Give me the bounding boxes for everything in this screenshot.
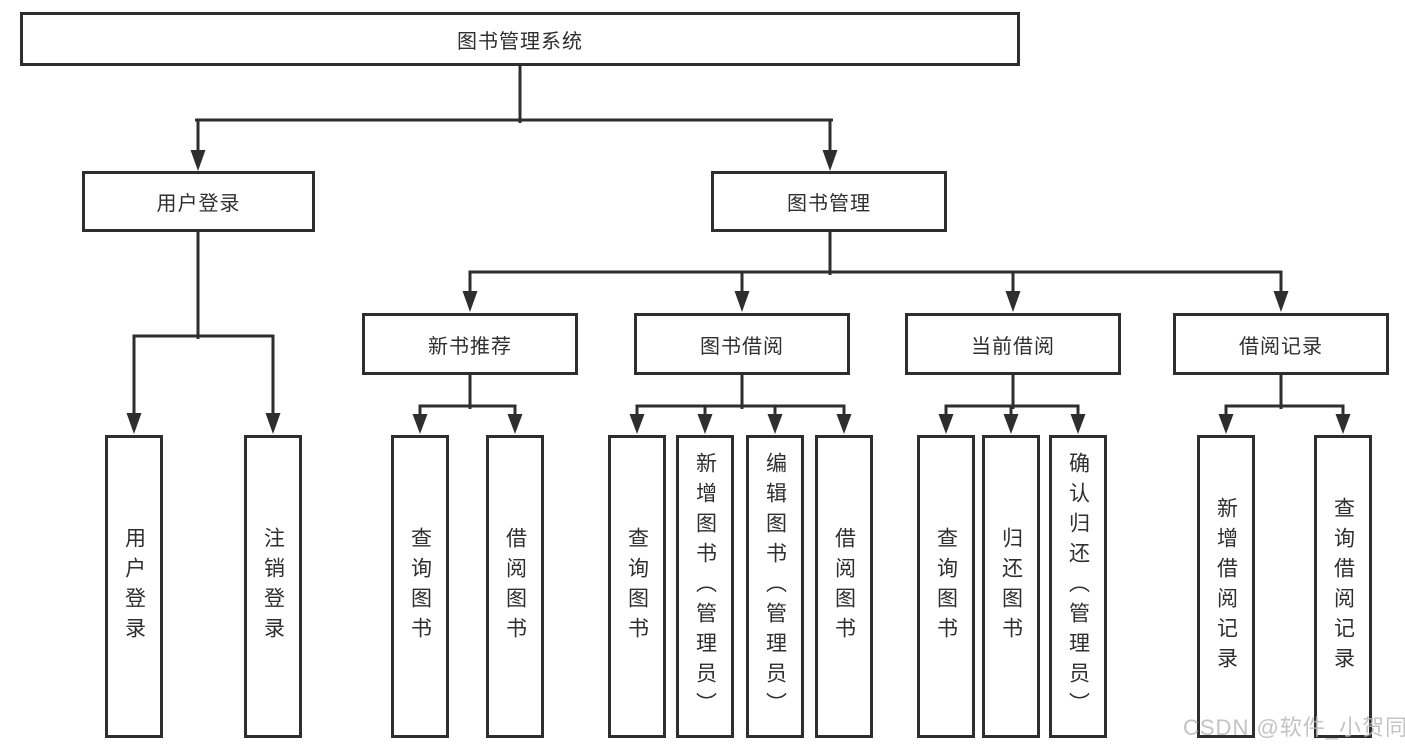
edges-current-borrowing bbox=[938, 371, 1086, 434]
node-borrow-records-label: 借阅记录 bbox=[1239, 335, 1323, 358]
node-library-system: 图书管理系统 bbox=[20, 12, 1020, 66]
node-book-borrowing: 图书借阅 bbox=[634, 313, 850, 375]
node-leaf-borrowing-edit-label: 编辑图书（管理员） bbox=[763, 451, 787, 722]
node-leaf-records-query: 查询借阅记录 bbox=[1314, 435, 1372, 738]
node-current-borrowing-label: 当前借阅 bbox=[971, 335, 1055, 358]
node-leaf-current-query: 查询图书 bbox=[917, 435, 975, 738]
node-leaf-borrowing-edit: 编辑图书（管理员） bbox=[746, 435, 804, 738]
node-leaf-current-confirm-label: 确认归还（管理员） bbox=[1066, 451, 1090, 722]
node-leaf-borrowing-add: 新增图书（管理员） bbox=[676, 435, 734, 738]
node-leaf-borrowing-borrow: 借阅图书 bbox=[815, 435, 873, 738]
node-leaf-newbooks-query-label: 查询图书 bbox=[408, 526, 432, 647]
node-user-login: 用户登录 bbox=[82, 171, 315, 232]
edges-user-login bbox=[126, 228, 281, 434]
edges-new-books bbox=[412, 371, 523, 434]
node-current-borrowing: 当前借阅 bbox=[905, 313, 1121, 375]
node-book-borrowing-label: 图书借阅 bbox=[700, 335, 784, 358]
node-leaf-current-query-label: 查询图书 bbox=[934, 526, 958, 647]
node-leaf-newbooks-query: 查询图书 bbox=[391, 435, 449, 738]
node-leaf-current-return: 归还图书 bbox=[982, 435, 1040, 738]
node-leaf-current-confirm: 确认归还（管理员） bbox=[1049, 435, 1107, 738]
node-book-management-label: 图书管理 bbox=[787, 193, 871, 215]
edges-root bbox=[190, 62, 838, 171]
node-user-login-label: 用户登录 bbox=[156, 193, 241, 215]
node-leaf-records-add-label: 新增借阅记录 bbox=[1214, 496, 1238, 677]
node-leaf-borrowing-query-label: 查询图书 bbox=[625, 526, 649, 647]
node-leaf-user-login: 用户登录 bbox=[105, 435, 163, 738]
edges-borrow-records bbox=[1218, 371, 1351, 434]
edges-book-management bbox=[462, 228, 1289, 312]
node-book-management: 图书管理 bbox=[711, 171, 947, 232]
node-leaf-records-query-label: 查询借阅记录 bbox=[1331, 496, 1355, 677]
node-leaf-newbooks-borrow: 借阅图书 bbox=[486, 435, 544, 738]
node-leaf-borrowing-add-label: 新增图书（管理员） bbox=[693, 451, 717, 722]
node-new-books: 新书推荐 bbox=[362, 313, 578, 375]
node-leaf-newbooks-borrow-label: 借阅图书 bbox=[503, 526, 527, 647]
node-leaf-records-add: 新增借阅记录 bbox=[1197, 435, 1255, 738]
watermark: CSDN @软件_小贺同学 bbox=[1183, 715, 1405, 740]
node-leaf-borrowing-borrow-label: 借阅图书 bbox=[832, 526, 856, 647]
node-library-system-label: 图书管理系统 bbox=[457, 30, 583, 53]
node-leaf-logout-label: 注销登录 bbox=[261, 526, 285, 647]
node-leaf-logout: 注销登录 bbox=[244, 435, 302, 738]
node-new-books-label: 新书推荐 bbox=[428, 335, 512, 358]
node-leaf-current-return-label: 归还图书 bbox=[999, 526, 1023, 647]
node-leaf-user-login-label: 用户登录 bbox=[122, 526, 146, 647]
node-borrow-records: 借阅记录 bbox=[1173, 313, 1389, 375]
node-leaf-borrowing-query: 查询图书 bbox=[608, 435, 666, 738]
edges-book-borrowing bbox=[629, 371, 852, 434]
